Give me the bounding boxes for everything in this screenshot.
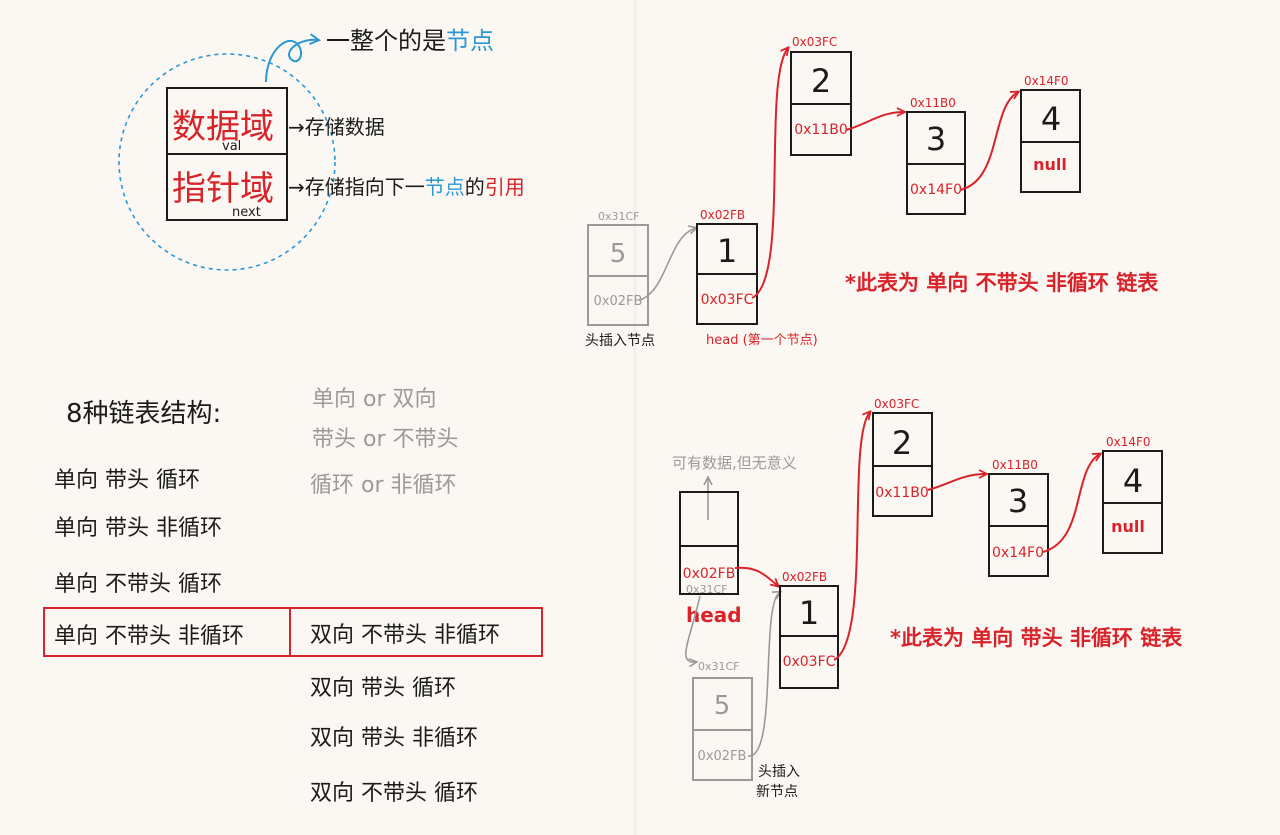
node-addr: 0x02FB: [782, 570, 827, 584]
pointer-field-sub: next: [232, 205, 261, 220]
structure-item: 单向 带头 循环: [54, 468, 200, 493]
new-node-val: 5: [714, 691, 731, 721]
structure-item: 双向 带头 循环: [310, 676, 456, 701]
node-next-null: null: [1033, 155, 1067, 174]
structure-item: 单向 带头 非循环: [54, 516, 222, 541]
list-node: 0x02FB 1 0x03FC head (第一个节点): [696, 208, 818, 348]
option-line: 带头 or 不带头: [312, 427, 459, 452]
node-addr: 0x03FC: [874, 397, 919, 411]
list-node: 0x14F0 4 null: [1020, 74, 1081, 193]
sentinel-link: [734, 566, 778, 586]
node-link: [751, 48, 788, 299]
list-node: 0x03FC 2 0x11B0: [872, 397, 933, 517]
structure-item: 双向 不带头 非循环: [310, 623, 500, 648]
data-field-sub: val: [222, 139, 241, 154]
node-next: 0x11B0: [794, 122, 848, 138]
data-field-desc: →存储数据: [288, 115, 385, 139]
node-link: [845, 112, 904, 131]
new-node-addr: 0x31CF: [698, 660, 740, 673]
node-concept: 一整个的是节点 数据域 val 指针域 next →存储数据 →存储指向下一节点…: [118, 27, 525, 271]
node-val: 2: [811, 62, 831, 100]
node-dashed-circle: [118, 53, 336, 271]
structure-item: 双向 不带头 循环: [310, 781, 478, 806]
node-link: [1042, 454, 1100, 553]
new-node-link: [747, 592, 780, 757]
sentinel-head-label: head: [686, 603, 742, 627]
node-addr: 0x14F0: [1024, 74, 1069, 88]
node-next: 0x03FC: [701, 292, 754, 308]
sentinel-node: 可有数据,但无意义 0x02FB head: [672, 454, 797, 627]
structures-title: 8种链表结构:: [66, 399, 221, 429]
whole-node-arrow: [265, 40, 318, 83]
structure-item: 双向 带头 非循环: [310, 726, 478, 751]
node-val: 3: [926, 120, 946, 158]
diagram-note: *此表为 单向 带头 非循环 链表: [890, 626, 1183, 650]
diagram-no-head: 0x31CF 5 0x02FB 头插入节点 0x02FB 1 0x03FC he…: [585, 35, 1159, 349]
new-node-next: 0x02FB: [698, 749, 747, 764]
node-link: [833, 412, 870, 661]
option-line: 循环 or 非循环: [310, 473, 457, 498]
list-node: 0x11B0 3 0x14F0: [906, 96, 966, 215]
new-node: 0x31CF 5 0x02FB 头插入节点: [585, 210, 655, 349]
node-addr: 0x11B0: [910, 96, 956, 110]
list-node: 0x03FC 2 0x11B0: [790, 35, 852, 156]
node-next: 0x14F0: [992, 545, 1044, 561]
highlight-box: [43, 607, 543, 657]
node-val: 3: [1008, 482, 1028, 520]
head-label: head (第一个节点): [706, 333, 818, 348]
new-node-val: 5: [610, 239, 627, 269]
node-next: 0x14F0: [910, 182, 962, 198]
node-val: 4: [1123, 462, 1143, 500]
new-node-next: 0x02FB: [594, 294, 643, 309]
new-node-addr: 0x31CF: [686, 583, 728, 596]
data-field-label: 数据域: [172, 107, 274, 147]
node-next-null: null: [1111, 517, 1145, 536]
node-link: [959, 92, 1018, 191]
pointer-field-label: 指针域: [172, 169, 274, 209]
structure-item: 单向 不带头 非循环: [54, 624, 244, 649]
structure-item: 单向 不带头 循环: [54, 572, 222, 597]
node-val: 1: [799, 594, 819, 632]
sentinel-note: 可有数据,但无意义: [672, 454, 797, 472]
node-next: 0x03FC: [783, 654, 836, 670]
node-addr: 0x03FC: [792, 35, 837, 49]
new-node-addr: 0x31CF: [598, 210, 640, 223]
diagram-note: *此表为 单向 不带头 非循环 链表: [845, 271, 1159, 295]
node-val: 4: [1041, 100, 1061, 138]
node-next: 0x11B0: [875, 485, 929, 501]
new-node-link: [639, 228, 696, 301]
new-node-caption: 新节点: [756, 784, 798, 800]
node-addr: 0x11B0: [992, 458, 1038, 472]
new-node: 0x31CF 0x31CF 5 0x02FB 头插入 新节点: [686, 583, 800, 800]
list-node: 0x11B0 3 0x14F0: [988, 458, 1049, 577]
node-addr: 0x02FB: [700, 208, 745, 222]
new-node-caption: 头插入: [758, 764, 800, 780]
diagram-with-head: 可有数据,但无意义 0x02FB head 0x31CF 0x31CF 5 0x…: [672, 397, 1183, 800]
sentinel-to-new-link: [685, 595, 701, 662]
page-fold: [632, 0, 638, 835]
node-addr: 0x14F0: [1106, 435, 1151, 449]
new-node-caption: 头插入节点: [585, 333, 655, 349]
list-node: 0x14F0 4 null: [1102, 435, 1163, 554]
whole-node-note: 一整个的是节点: [326, 27, 494, 55]
list-node: 0x02FB 1 0x03FC: [779, 570, 839, 689]
option-line: 单向 or 双向: [312, 387, 437, 412]
node-val: 2: [892, 424, 912, 462]
sentinel-next: 0x02FB: [683, 566, 736, 582]
node-val: 1: [717, 232, 737, 270]
structures-section: 8种链表结构: 单向 or 双向 带头 or 不带头 循环 or 非循环 单向 …: [43, 387, 543, 806]
node-link: [927, 474, 986, 491]
pointer-field-desc: →存储指向下一节点的引用: [288, 175, 525, 199]
